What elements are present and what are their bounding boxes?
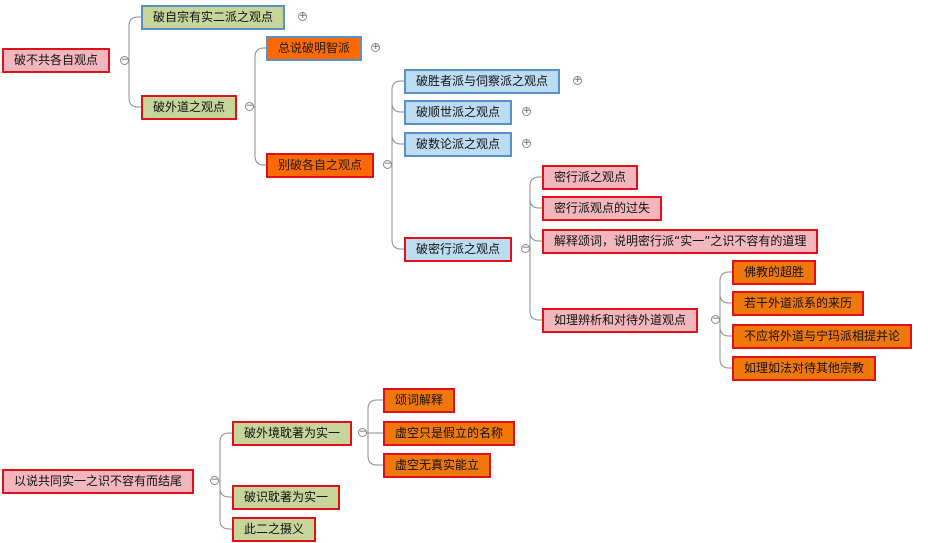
collapse-toggle-icon[interactable]: −: [210, 475, 219, 485]
expand-toggle-icon[interactable]: +: [573, 75, 582, 85]
node-songci-jieshi[interactable]: 颂词解释: [383, 388, 456, 413]
node-xukong-jiali[interactable]: 虚空只是假立的名称: [383, 421, 516, 446]
node-zongshuo[interactable]: 总说破明智派: [266, 36, 363, 61]
node-label: 如理辨析和对待外道观点: [554, 313, 687, 327]
node-label: 破顺世派之观点: [416, 105, 501, 119]
node-mixing-guandian[interactable]: 密行派之观点: [542, 165, 639, 190]
node-po-shengzhe[interactable]: 破胜者派与伺察派之观点: [404, 69, 561, 94]
node-label: 虚空无真实能立: [395, 458, 480, 472]
node-label: 密行派之观点: [554, 170, 627, 184]
node-fojiao-chaosheng[interactable]: 佛教的超胜: [732, 260, 817, 285]
expand-toggle-icon[interactable]: +: [371, 42, 380, 52]
node-ruogan-waidao[interactable]: 若干外道派系的来历: [732, 291, 865, 316]
node-po-shi[interactable]: 破识耽著为实一: [232, 485, 341, 510]
node-po-shunshi[interactable]: 破顺世派之观点: [404, 100, 513, 125]
node-label: 破自宗有实二派之观点: [153, 10, 274, 24]
collapse-toggle-icon[interactable]: −: [383, 159, 392, 169]
node-label: 不应将外道与宁玛派相提并论: [744, 329, 901, 343]
node-label: 若干外道派系的来历: [744, 296, 853, 310]
node-label: 破不共各自观点: [14, 53, 99, 67]
expand-toggle-icon[interactable]: +: [522, 106, 531, 116]
node-label: 破外道之观点: [153, 100, 226, 114]
node-po-waijing[interactable]: 破外境耽著为实一: [232, 421, 353, 446]
collapse-toggle-icon[interactable]: −: [711, 314, 720, 324]
node-label: 虚空只是假立的名称: [395, 426, 504, 440]
node-label: 破外境耽著为实一: [244, 426, 341, 440]
node-mixing-guoshi[interactable]: 密行派观点的过失: [542, 196, 663, 221]
node-ruli-rufa[interactable]: 如理如法对待其他宗教: [732, 356, 877, 381]
node-label: 密行派观点的过失: [554, 201, 651, 215]
collapse-toggle-icon[interactable]: −: [358, 427, 367, 437]
node-root-yishuo-gongtong[interactable]: 以说共同实一之识不容有而结尾: [2, 469, 195, 494]
node-po-waidao[interactable]: 破外道之观点: [141, 95, 238, 120]
expand-toggle-icon[interactable]: +: [522, 138, 531, 148]
expand-toggle-icon[interactable]: +: [298, 11, 307, 21]
node-label: 如理如法对待其他宗教: [744, 361, 865, 375]
node-biepo[interactable]: 别破各自之观点: [266, 153, 375, 178]
collapse-toggle-icon[interactable]: −: [120, 55, 129, 65]
node-jieshi-songci[interactable]: 解释颂词，说明密行派“实一”之识不容有的道理: [542, 229, 819, 254]
collapse-toggle-icon[interactable]: −: [245, 101, 254, 111]
node-po-shulun[interactable]: 破数论派之观点: [404, 132, 513, 157]
node-label: 解释颂词，说明密行派“实一”之识不容有的道理: [554, 234, 807, 248]
node-label: 以说共同实一之识不容有而结尾: [14, 474, 183, 488]
collapse-toggle-icon[interactable]: −: [521, 243, 530, 253]
node-label: 别破各自之观点: [278, 158, 363, 172]
node-label: 破识耽著为实一: [244, 490, 329, 504]
node-label: 总说破明智派: [278, 41, 351, 55]
node-ci-zhishe[interactable]: 此二之摄义: [232, 517, 317, 542]
node-po-zizong[interactable]: 破自宗有实二派之观点: [141, 5, 286, 30]
node-label: 破密行派之观点: [416, 242, 501, 256]
node-ruli-bianxi[interactable]: 如理辨析和对待外道观点: [542, 308, 699, 333]
node-label: 佛教的超胜: [744, 265, 805, 279]
node-po-mixing[interactable]: 破密行派之观点: [404, 237, 513, 262]
node-label: 破数论派之观点: [416, 137, 501, 151]
node-xukong-wuzhen[interactable]: 虚空无真实能立: [383, 453, 492, 478]
node-label: 此二之摄义: [244, 522, 305, 536]
node-label: 破胜者派与伺察派之观点: [416, 74, 549, 88]
node-root-po-bugong[interactable]: 破不共各自观点: [2, 48, 111, 73]
node-buying-jiang[interactable]: 不应将外道与宁玛派相提并论: [732, 324, 913, 349]
node-label: 颂词解释: [395, 393, 444, 407]
